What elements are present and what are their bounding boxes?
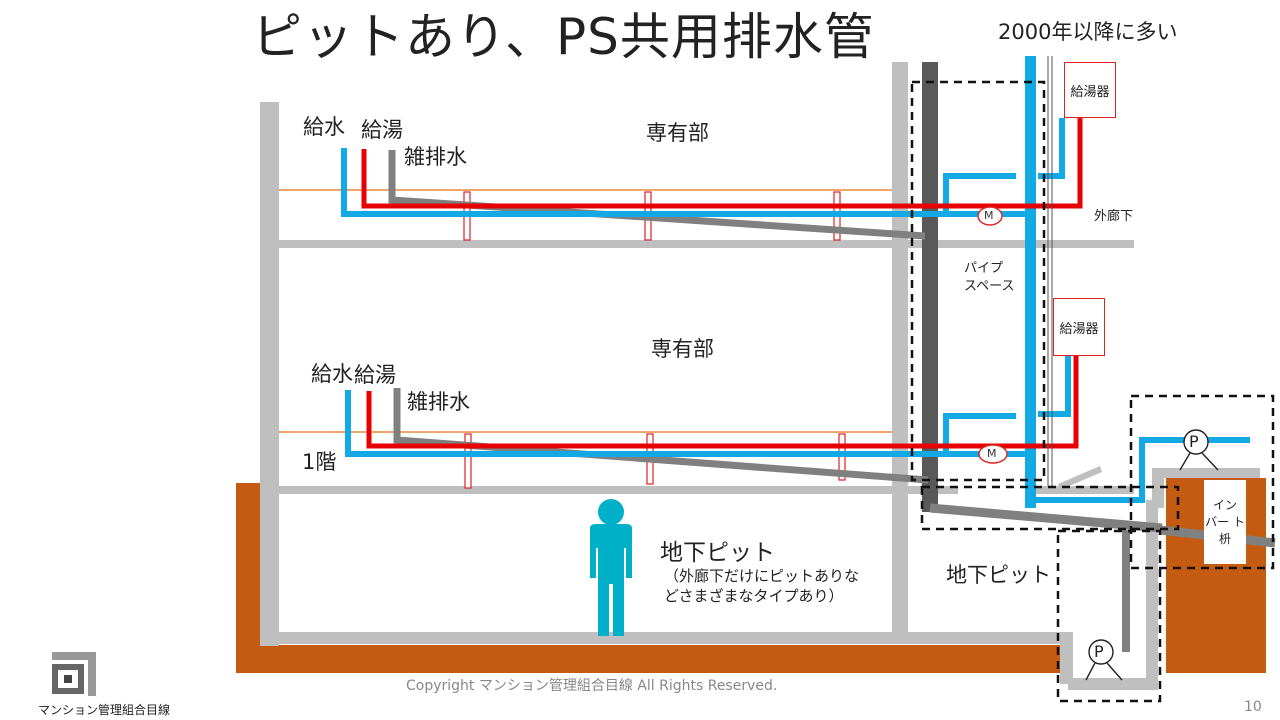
upper-drain-label: 雑排水 bbox=[404, 145, 467, 169]
upper-area-label: 専有部 bbox=[646, 121, 709, 145]
lower-hot-pipe bbox=[366, 352, 1079, 449]
lower-water-heater: 給湯器 bbox=[1053, 298, 1105, 356]
drain-pipes bbox=[388, 62, 1276, 652]
lower-pump-label: P bbox=[1094, 642, 1104, 661]
upper-water-pipe bbox=[341, 148, 1030, 217]
page-number: 10 bbox=[1244, 699, 1262, 715]
water-riser bbox=[1025, 56, 1036, 508]
inspection-box-line1: イン bbox=[1212, 497, 1237, 512]
upper-water-heater: 給湯器 bbox=[1064, 62, 1116, 118]
left-wall bbox=[260, 102, 279, 646]
upper-meter-icon bbox=[977, 206, 1003, 226]
floor-1-label: 1階 bbox=[302, 450, 337, 474]
corridor-slab bbox=[1030, 486, 1134, 494]
upper-meter-label: M bbox=[984, 209, 994, 222]
pipe-space-outline bbox=[910, 80, 1046, 482]
pump-leg bbox=[1085, 662, 1096, 681]
ceiling-lines bbox=[279, 189, 892, 433]
underground-outline bbox=[920, 485, 1180, 531]
upper-heater-feed bbox=[1038, 118, 1065, 179]
upper-hot-label: 給湯 bbox=[361, 118, 403, 142]
lower-water-label: 給水 bbox=[311, 362, 353, 386]
upper-floor-slab bbox=[278, 240, 1134, 248]
page-title: ピットあり、PS共用排水管 bbox=[252, 8, 875, 66]
outer-pit-label: 地下ピット bbox=[946, 563, 1051, 587]
corridor-label: 外廊下 bbox=[1094, 209, 1134, 224]
person-head bbox=[598, 499, 624, 525]
meters bbox=[977, 206, 1008, 464]
inspection-box-line2: バー ト bbox=[1205, 514, 1245, 529]
upper-hot-pipe bbox=[361, 118, 1083, 209]
lower-meter-icon bbox=[978, 444, 1008, 464]
corridor-slope bbox=[1058, 466, 1102, 490]
lower-meter-label: M bbox=[987, 447, 997, 460]
person-icon bbox=[590, 499, 632, 636]
lower-water-pipe bbox=[345, 390, 1030, 457]
pit-step-wall bbox=[1060, 632, 1073, 684]
hanger bbox=[464, 433, 472, 489]
lower-drain-pipe bbox=[393, 388, 929, 484]
pump-icon bbox=[1183, 429, 1209, 455]
hot-water-pipes bbox=[361, 118, 1083, 449]
outside-ground-slab bbox=[1152, 468, 1260, 478]
upper-pump-label: P bbox=[1189, 432, 1199, 451]
water-heater-label: 給湯器 bbox=[1070, 84, 1110, 100]
pit-note-line2: どさまざまなタイプあり） bbox=[664, 587, 844, 605]
inspection-box: イン バー ト 枡 bbox=[1204, 480, 1246, 564]
pump-pit-floor bbox=[1068, 678, 1158, 690]
ground-left bbox=[236, 483, 260, 673]
lower-drain-label: 雑排水 bbox=[407, 390, 470, 414]
lower-floor-slab bbox=[278, 486, 958, 494]
upper-water-loop bbox=[943, 173, 1016, 212]
pump-pit-outline bbox=[1056, 529, 1162, 703]
note-2000: 2000年以降に多い bbox=[998, 20, 1178, 44]
logo-text: マンション管理組合目線 bbox=[38, 703, 171, 717]
right-wall bbox=[892, 62, 908, 634]
ground bbox=[236, 478, 1266, 673]
water-heater-label: 給湯器 bbox=[1059, 321, 1099, 337]
dashed-outlines bbox=[910, 80, 1275, 703]
upper-water-label: 給水 bbox=[303, 115, 345, 139]
inspection-box-line3: 枡 bbox=[1218, 531, 1231, 546]
pipe-space-lines bbox=[1047, 56, 1053, 486]
pump-pit-wall bbox=[1146, 500, 1158, 690]
copyright: Copyright マンション管理組合目線 All Rights Reserve… bbox=[406, 678, 778, 694]
pit-label: 地下ピット bbox=[660, 540, 775, 566]
pump-leg bbox=[1201, 452, 1219, 471]
lower-heater-feed bbox=[1038, 354, 1071, 417]
underground-drain bbox=[929, 503, 1163, 533]
logo-icon bbox=[46, 652, 96, 700]
person-body bbox=[590, 524, 632, 636]
upper-drain-pipe bbox=[388, 150, 926, 240]
pumps bbox=[1085, 429, 1219, 681]
lower-hot-label: 給湯 bbox=[354, 363, 396, 387]
pipe-space-label-1: パイプ bbox=[964, 261, 1004, 276]
ground-bottom bbox=[236, 645, 1072, 673]
water-pipes bbox=[341, 56, 1250, 508]
pump-icon bbox=[1088, 639, 1114, 665]
inspection-outline bbox=[1129, 394, 1275, 570]
lower-water-loop bbox=[943, 413, 1016, 454]
lower-area-label: 専有部 bbox=[651, 337, 714, 361]
pump-leg bbox=[1106, 662, 1123, 681]
logo-core bbox=[64, 675, 72, 683]
pump-leg bbox=[1179, 452, 1191, 471]
pit-note-line1: （外廊下だけにピットありな bbox=[664, 567, 860, 585]
pit-floor bbox=[278, 632, 1068, 644]
main-drain-stack bbox=[922, 62, 938, 512]
inspection-wall-left bbox=[1152, 468, 1164, 508]
pipe-space-label-2: スペース bbox=[964, 279, 1015, 294]
